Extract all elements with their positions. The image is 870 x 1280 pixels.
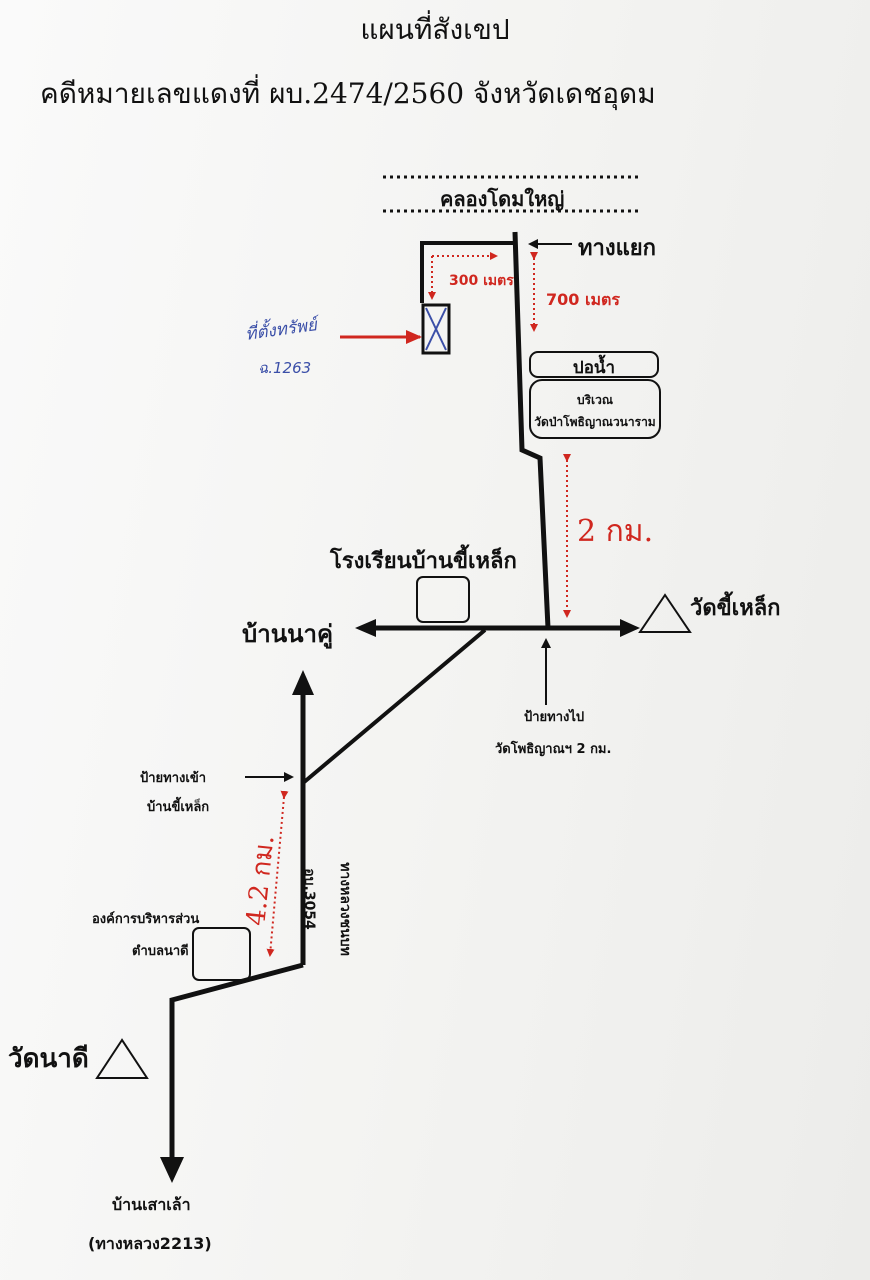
village-na-khu-label: บ้านนาคู่ — [242, 620, 334, 648]
dist-700-label: 700 เมตร — [546, 290, 620, 309]
arrow-south — [160, 1157, 184, 1183]
tao-box — [192, 927, 251, 981]
road-to-canal — [512, 231, 551, 629]
tao-label-1: องค์การบริหารส่วน — [92, 912, 200, 927]
road-diagonal — [301, 628, 487, 785]
sign-entry-label-2: บ้านขี้เหล็ก — [147, 800, 210, 815]
tao-label-2: ตำบลนาดี — [132, 944, 189, 959]
arrow-east — [620, 619, 640, 637]
temple-area-label-1: บริเวณ — [576, 393, 614, 407]
road-to-land — [420, 241, 515, 303]
temple-area-box — [529, 379, 661, 439]
junction-label: ทางแยก — [578, 236, 656, 261]
temple-nadi-label: วัดนาดี — [8, 1044, 89, 1074]
page-title: แผนที่สังเขป — [360, 13, 510, 46]
sign-pho-label-2: วัดโพธิญาณฯ 2 กม. — [495, 742, 612, 757]
arrow-west — [355, 619, 376, 637]
land-parcel — [421, 303, 451, 355]
dist-300-label: 300 เมตร — [449, 273, 514, 289]
temple-nadi-triangle — [95, 1038, 149, 1079]
temple-khilek-label: วัดขี้เหล็ก — [690, 596, 781, 621]
well-box — [529, 351, 659, 378]
dist-2km-label: 2 กม. — [577, 514, 654, 549]
temple-area-label-2: วัดป่าโพธิญาณวนาราม — [534, 415, 656, 429]
temple-khilek-triangle — [638, 593, 692, 633]
highway-2213-label: (ทางหลวง2213) — [88, 1234, 212, 1253]
canal-label: คลองโดมใหญ่ — [440, 187, 565, 211]
rural-highway-label: ทางหลวงชนบท — [336, 862, 353, 956]
land-deed-label: ฉ.1263 — [258, 359, 312, 377]
road-south — [169, 962, 304, 1160]
arrow-north — [292, 670, 314, 695]
village-sao-lao-label: บ้านเสาเล้า — [112, 1195, 191, 1214]
school-box — [416, 576, 470, 623]
road-code-label: อบ.3054 — [300, 868, 317, 930]
dist-42km-line — [266, 790, 289, 957]
school-label: โรงเรียนบ้านขี้เหล็ก — [330, 549, 517, 574]
well-label: ปอน้ำ — [572, 358, 616, 378]
case-number-line: คดีหมายเลขแดงที่ ผบ.2474/2560 จังหวัดเดช… — [40, 77, 656, 110]
sign-pho-label-1: ป้ายทางไป — [524, 710, 585, 725]
sign-entry-label-1: ป้ายทางเข้า — [140, 771, 207, 786]
